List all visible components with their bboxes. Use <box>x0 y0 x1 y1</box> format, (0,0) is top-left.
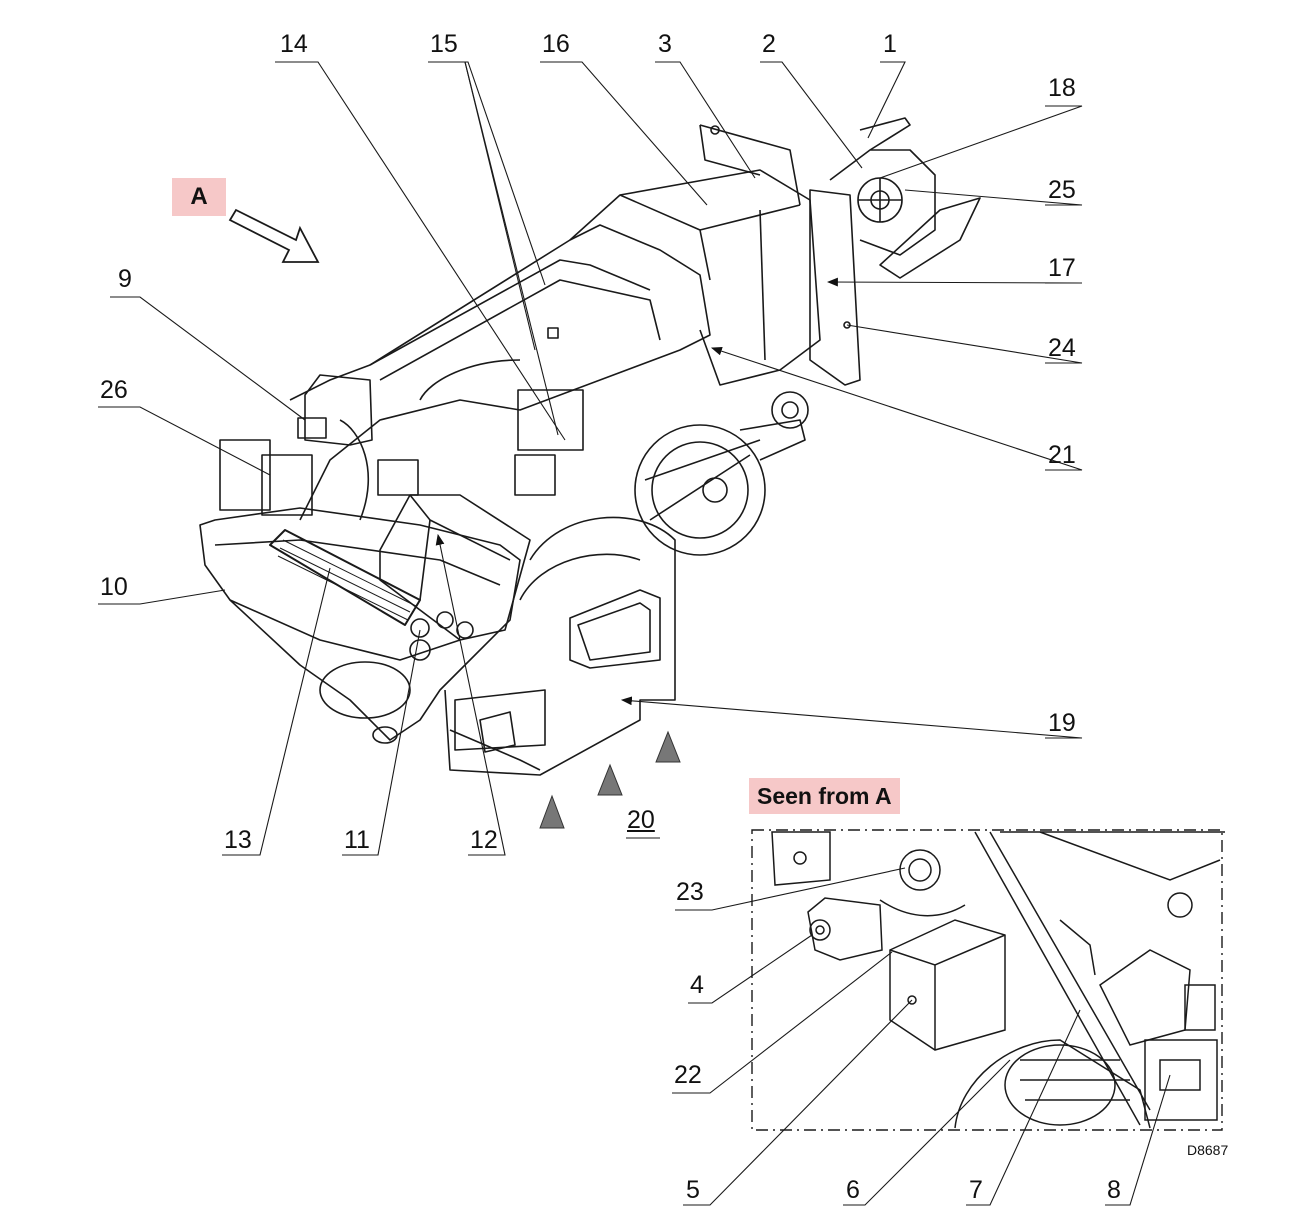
terminal-strip <box>269 529 421 626</box>
callout-20: 20 <box>627 806 655 834</box>
servo-cam-wheel <box>634 424 766 556</box>
leader-lines <box>98 61 1171 1206</box>
callout-15: 15 <box>430 30 458 58</box>
inset-title: Seen from A <box>749 778 900 814</box>
callout-19: 19 <box>1048 709 1076 737</box>
callout-12: 12 <box>470 826 498 854</box>
callout-17: 17 <box>1048 254 1076 282</box>
callout-26: 26 <box>100 376 128 404</box>
callout-21: 21 <box>1048 441 1076 469</box>
callout-4: 4 <box>690 971 704 999</box>
callout-9: 9 <box>118 265 132 293</box>
callout-22: 22 <box>674 1061 702 1089</box>
blast-tube-casing <box>289 224 711 521</box>
combustion-head <box>829 149 936 256</box>
housing-shell <box>199 507 521 741</box>
callout-25: 25 <box>1048 176 1076 204</box>
inset-detail <box>751 829 1225 1131</box>
inset-frame <box>751 829 1223 1131</box>
inset-relay-box <box>889 919 1006 1051</box>
callout-23: 23 <box>676 878 704 906</box>
callout-6: 6 <box>846 1176 860 1204</box>
burner-body <box>199 117 981 776</box>
ignition-transformer <box>379 494 531 641</box>
callout-10: 10 <box>100 573 128 601</box>
callout-14: 14 <box>280 30 308 58</box>
callout-2: 2 <box>762 30 776 58</box>
callout-8: 8 <box>1107 1176 1121 1204</box>
drawing-code: D8687 <box>1187 1142 1229 1158</box>
view-direction-arrow <box>228 208 320 263</box>
callout-1: 1 <box>883 30 897 58</box>
triangle-markers <box>539 730 681 829</box>
inset-servo <box>807 897 883 961</box>
control-box <box>304 374 373 446</box>
callout-5: 5 <box>686 1176 700 1204</box>
view-marker-a: A <box>172 178 226 216</box>
air-intake-housing <box>444 516 676 776</box>
mounting-flange <box>809 189 861 386</box>
callout-13: 13 <box>224 826 252 854</box>
callout-18: 18 <box>1048 74 1076 102</box>
callout-24: 24 <box>1048 334 1076 362</box>
callout-3: 3 <box>658 30 672 58</box>
callout-7: 7 <box>969 1176 983 1204</box>
callout-11: 11 <box>344 826 370 854</box>
callout-16: 16 <box>542 30 570 58</box>
inset-motor <box>954 1039 1151 1129</box>
